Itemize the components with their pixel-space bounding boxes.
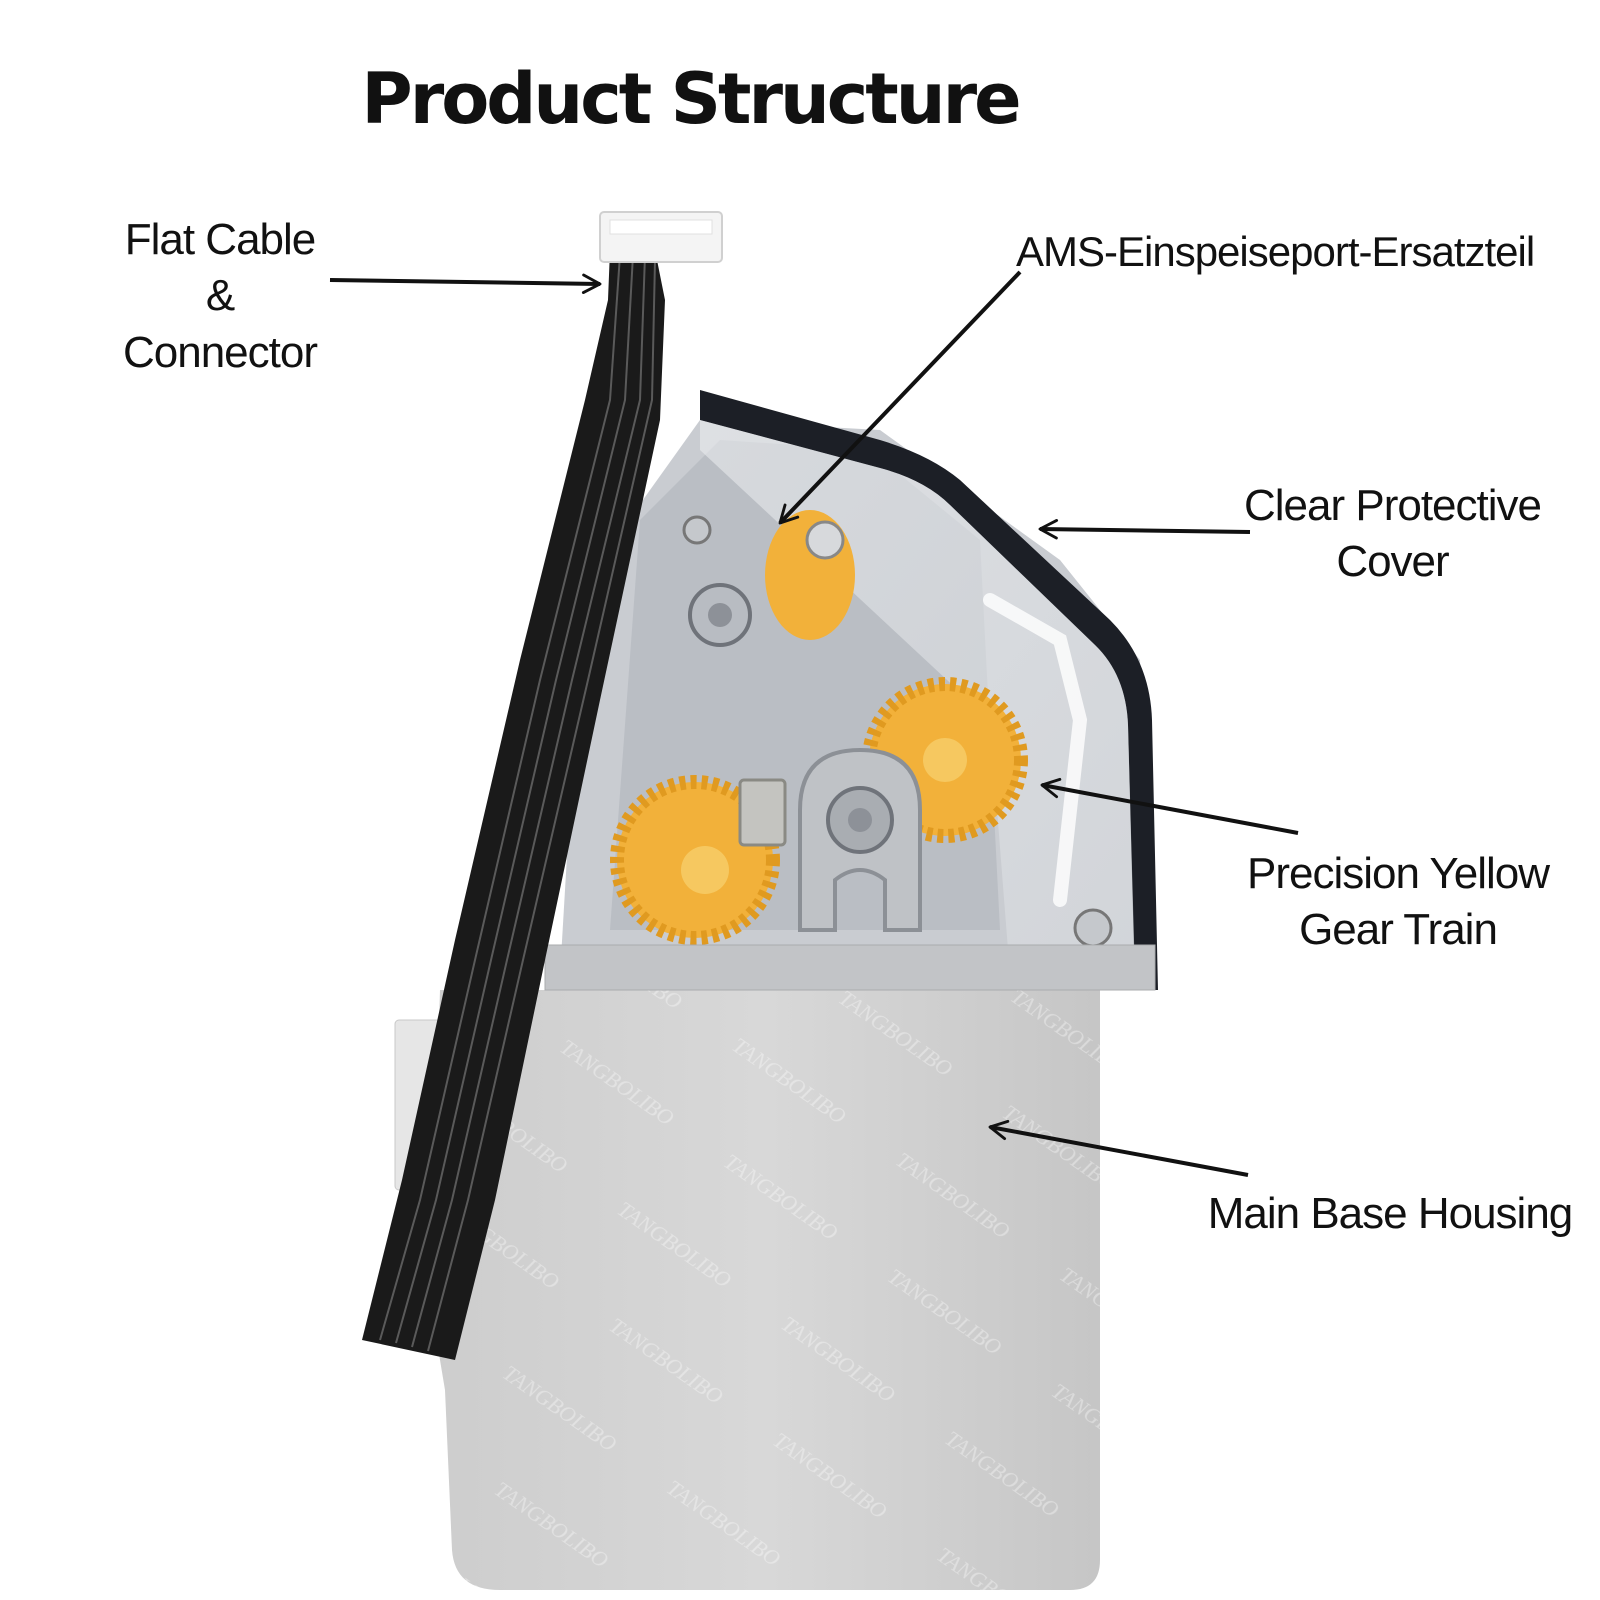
white-connector	[599, 211, 723, 263]
arrow-clear-cover	[1038, 519, 1251, 540]
arrow-base-housing	[988, 1119, 1249, 1177]
base-housing	[394, 990, 1100, 1590]
yellow-gear-small-top	[765, 510, 855, 640]
label-clear-cover: Clear Protective Cover	[1243, 481, 1542, 587]
label-feed-port: AMS-Einspeiseport-Ersatzteil	[1016, 228, 1535, 275]
flat-ribbon-cable	[362, 250, 665, 1360]
arrow-flat-cable	[329, 273, 602, 294]
label-base-housing: Main Base Housing	[1207, 1189, 1574, 1238]
cover-ledge	[544, 944, 1156, 991]
leader-arrows	[329, 270, 1299, 1177]
pivot-arm	[798, 747, 922, 932]
yellow-gear-large-left	[610, 775, 780, 945]
diagram-title: Product Structure	[361, 58, 1021, 140]
label-flat-cable: Flat Cable & Connector	[122, 215, 318, 377]
metal-screws	[682, 515, 1113, 948]
label-gear-train: Precision Yellow Gear Train	[1247, 849, 1550, 955]
arrow-gear-train	[1040, 777, 1299, 835]
clear-cover	[700, 390, 1158, 990]
arrow-feed-port	[778, 270, 1022, 525]
